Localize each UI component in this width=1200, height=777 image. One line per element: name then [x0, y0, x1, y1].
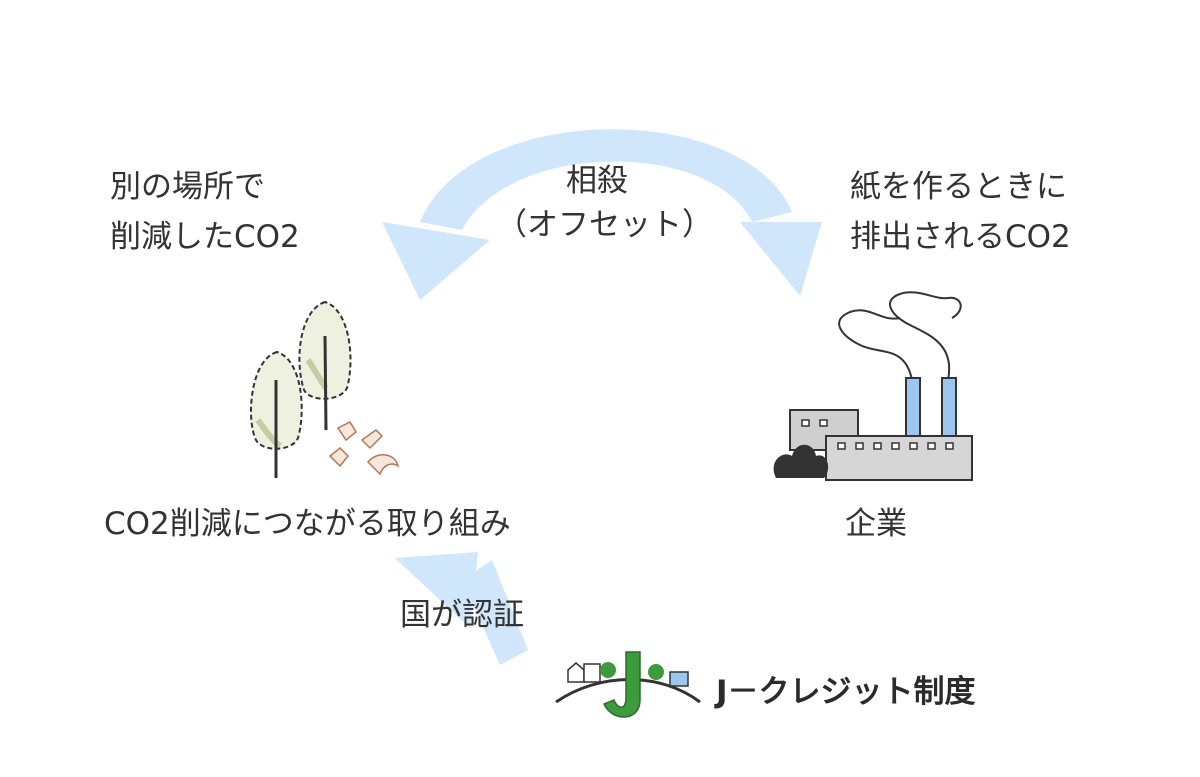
center-top-label-line1: 相殺	[566, 163, 628, 199]
certify-arrowhead	[395, 552, 478, 628]
right-mid-label: 企業	[845, 506, 907, 542]
j-credit-brand-label: J－クレジット制度	[716, 674, 976, 710]
center-top-label-line2: （オフセット）	[496, 207, 713, 243]
certify-label: 国が認証	[400, 597, 524, 633]
offset-arc-arrowhead-left	[382, 222, 490, 300]
left-top-label-line2: 削減したCO2	[110, 219, 300, 255]
offset-arc-arrow-band	[420, 129, 792, 230]
right-top-label-line2: 排出されるCO2	[850, 219, 1071, 255]
right-top-label-line1: 紙を作るときに	[850, 169, 1067, 205]
left-top-label-line1: 別の場所で	[110, 169, 265, 205]
offset-arc-arrowhead-right	[740, 222, 822, 296]
certify-arrow-shaft	[462, 560, 528, 665]
left-mid-label: CO2削減につながる取り組み	[104, 506, 511, 542]
